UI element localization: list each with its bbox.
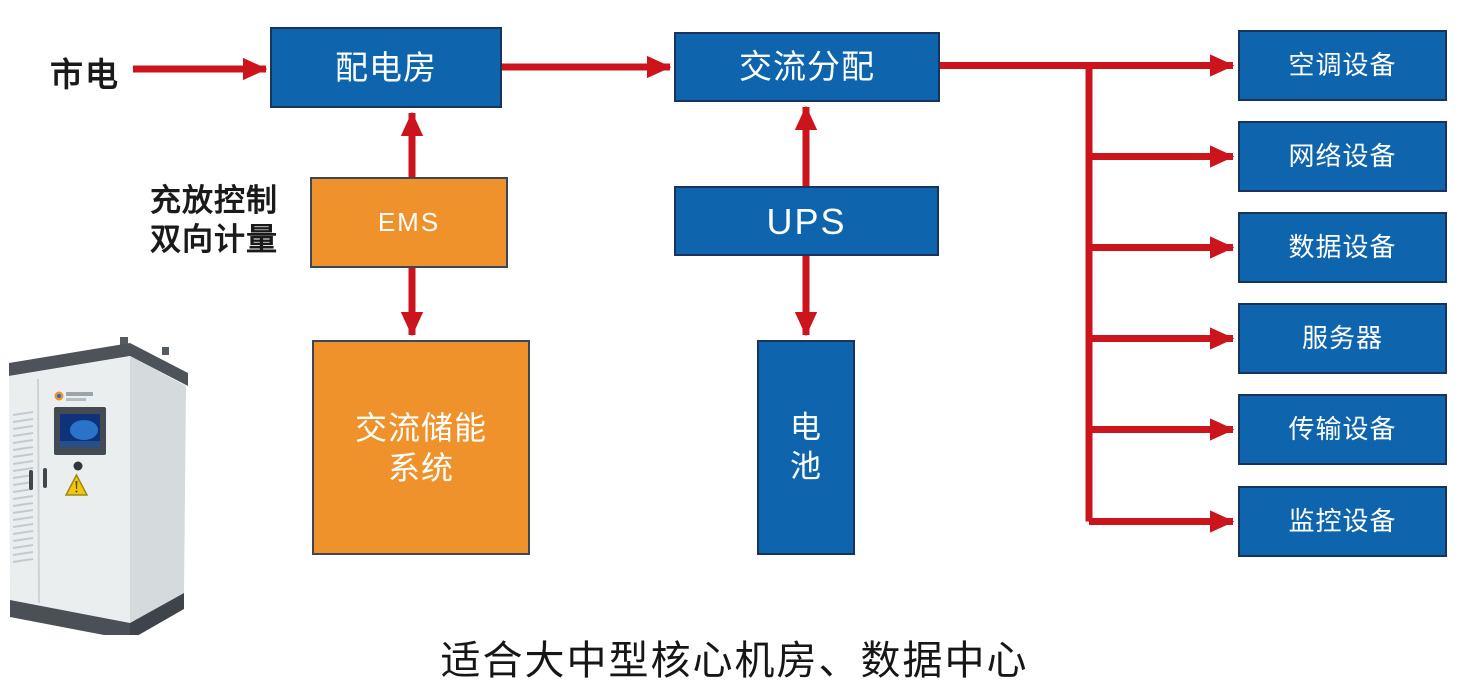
cabinet-top-knob [162,347,169,355]
ac-storage-system-label-line2: 系统 [387,449,454,486]
cabinet-top-cap [9,343,188,386]
cabinet-base-side [130,593,184,640]
battery-label-line2: 池 [790,448,822,484]
load-box-server: 服务器 [1238,303,1447,374]
load-box-monitoring: 监控设备 [1238,486,1447,557]
warning-triangle-icon [64,473,89,496]
charge-control-caption-line1: 充放控制 [150,183,278,218]
storage-cabinet-illustration [9,337,188,640]
cabinet-brand-logo [54,391,93,401]
load-box-transmission: 传输设备 [1238,394,1447,465]
load-box-air-conditioning: 空调设备 [1238,30,1447,101]
load-box-network: 网络设备 [1238,121,1447,192]
battery-label-line1: 电 [790,409,822,445]
cabinet-door-handle [29,470,33,490]
mains-power-label: 市电 [50,56,120,93]
charge-control-caption-line2: 双向计量 [150,222,278,257]
load-box-data: 数据设备 [1238,212,1447,283]
ac-distribution-box: 交流分配 [674,32,940,102]
ems-box: EMS [310,177,508,268]
cabinet-door-handle [43,468,47,488]
cabinet-base-front [10,600,130,640]
ac-storage-system-box: 交流储能 系统 [312,340,530,555]
battery-box: 电 池 [757,340,855,555]
distribution-room-box: 配电房 [270,27,502,108]
cabinet-vent-grille [12,411,34,563]
cabinet-top-knob [120,337,128,345]
footer-caption: 适合大中型核心机房、数据中心 [440,639,1029,683]
storage-cabinet-photo [2,335,197,640]
charge-control-caption: 充放控制 双向计量 [150,181,278,259]
ac-storage-system-label-line1: 交流储能 [354,409,487,446]
cabinet-power-button [73,461,83,471]
cabinet-display-screen [54,407,106,455]
cabinet-door-seam [37,378,40,604]
ups-box: UPS [674,186,939,256]
cabinet-side-panel [130,356,186,623]
